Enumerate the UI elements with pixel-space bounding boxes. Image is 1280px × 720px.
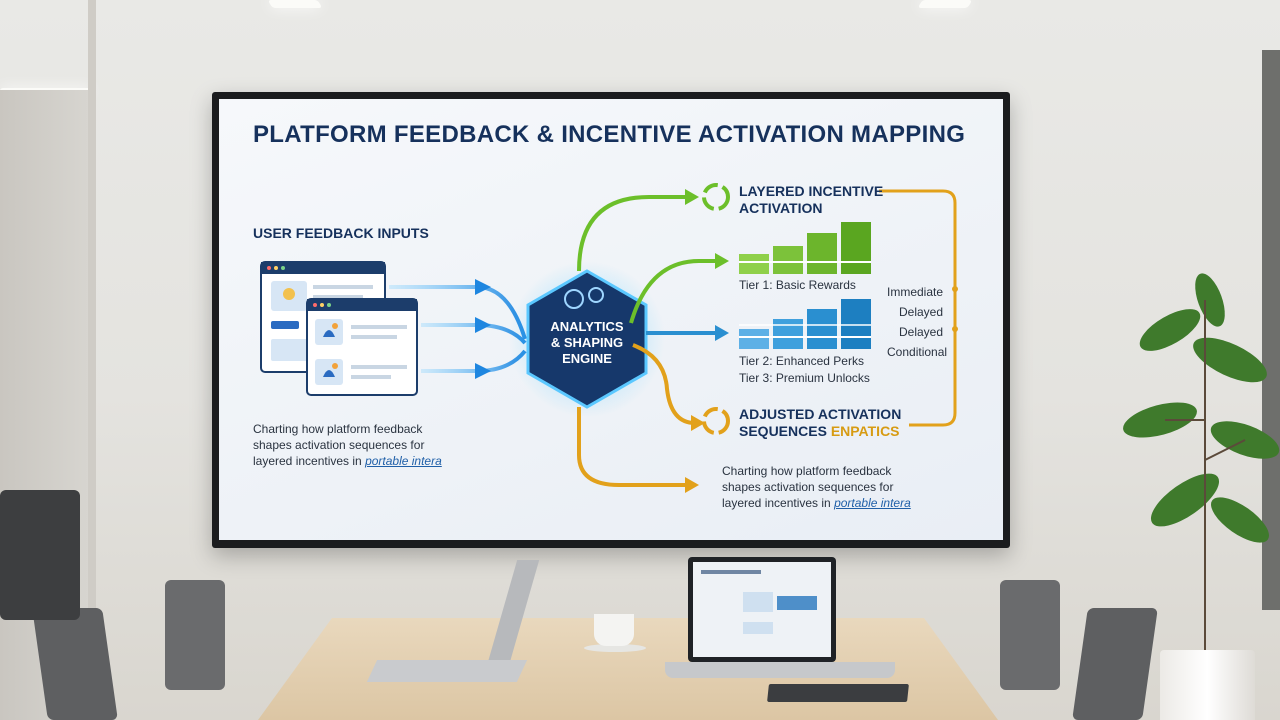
timing-label: Delayed	[899, 325, 944, 339]
tier3-label: Tier 3: Premium Unlocks	[739, 371, 870, 385]
timing-labels: Immediate Delayed Delayed Conditional	[887, 282, 947, 362]
refresh-cycle-icon	[702, 183, 730, 211]
adjusted-activation-heading: ADJUSTED ACTIVATION SEQUENCES ENPATICS	[739, 406, 901, 440]
output-paths	[577, 189, 729, 493]
heading-line: LAYERED INCENTIVE	[739, 183, 884, 199]
heading-line: SEQUENCES	[739, 423, 831, 439]
bell-icon	[323, 370, 335, 377]
engine-label-line: & SHAPING	[550, 335, 624, 350]
door-frame	[88, 0, 96, 720]
window-frame	[1262, 50, 1280, 610]
slide-diagram	[260, 183, 958, 493]
note-link[interactable]: portable intera	[834, 496, 911, 510]
engine-label-line: ANALYTICS	[550, 319, 624, 334]
note-line: layered incentives in	[722, 496, 835, 510]
laptop-right-base	[665, 662, 895, 678]
heading-suffix: ENPATICS	[830, 423, 900, 439]
refresh-cycle-icon	[702, 407, 730, 435]
office-chair	[165, 580, 225, 690]
tier1-bar-chart	[739, 222, 871, 274]
wall-display: PLATFORM FEEDBACK & INCENTIVE ACTIVATION…	[219, 99, 1003, 540]
inputs-heading: USER FEEDBACK INPUTS	[253, 225, 429, 241]
analytics-engine-node	[509, 261, 665, 417]
note-line: Charting how platform feedback	[253, 422, 423, 436]
feedback-window-front	[306, 298, 418, 396]
timing-label: Conditional	[887, 345, 948, 359]
tier1-label: Tier 1: Basic Rewards	[739, 278, 856, 292]
note-line: Charting how platform feedback	[722, 464, 892, 478]
timing-label: Immediate	[887, 285, 944, 299]
layered-incentive-heading: LAYERED INCENTIVE ACTIVATION	[739, 183, 883, 217]
arrow-right-icon	[475, 279, 491, 295]
tier2-bar-chart	[739, 299, 871, 349]
bell-icon	[323, 330, 335, 337]
office-chair	[0, 490, 80, 620]
note-line: layered incentives in	[253, 454, 366, 468]
tier2-label: Tier 2: Enhanced Perks	[739, 354, 864, 368]
timing-bracket	[879, 189, 958, 427]
laptop-right-screen	[688, 557, 836, 662]
inputs-note: Charting how platform feedback shapes ac…	[253, 421, 442, 469]
arrow-right-icon	[475, 317, 491, 333]
arrow-right-icon	[475, 363, 491, 379]
heading-line: ACTIVATION	[739, 200, 823, 216]
slide-title: PLATFORM FEEDBACK & INCENTIVE ACTIVATION…	[253, 121, 966, 148]
gear-icon	[588, 287, 604, 303]
office-chair	[1000, 580, 1060, 690]
user-icon	[283, 288, 295, 300]
gear-icon	[564, 289, 584, 309]
note-line: shapes activation sequences for	[722, 480, 894, 494]
timing-label: Delayed	[899, 305, 944, 319]
engine-label-line: ENGINE	[562, 351, 612, 366]
note-line: shapes activation sequences for	[253, 438, 425, 452]
engine-label: ANALYTICS & SHAPING ENGINE	[529, 319, 645, 367]
note-link[interactable]: portable intera	[365, 454, 442, 468]
coffee-cup	[594, 614, 634, 646]
laptop-display	[693, 562, 831, 657]
heading-line: ADJUSTED ACTIVATION	[739, 406, 902, 422]
output-note: Charting how platform feedback shapes ac…	[722, 463, 911, 511]
saucer	[584, 644, 646, 652]
plant-pot	[1160, 650, 1255, 720]
